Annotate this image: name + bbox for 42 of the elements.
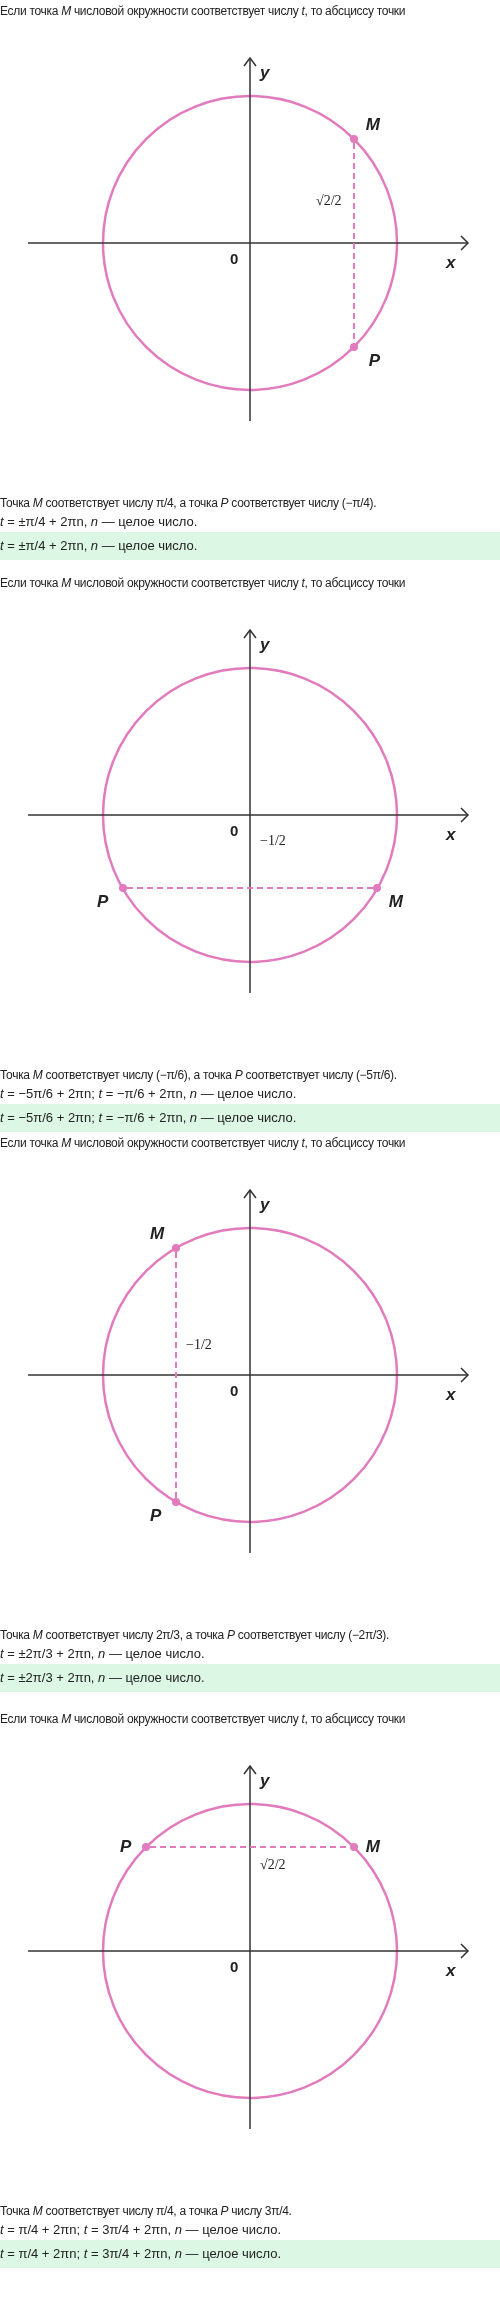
axis-label: x <box>446 1384 456 1406</box>
point-label: M <box>365 115 380 135</box>
answer-text: t = −5π/6 + 2πn; t = −π/6 + 2πn, n — целое число. <box>0 1104 500 1132</box>
axis-label: y <box>260 1194 270 1216</box>
formula-text: t = −5π/6 + 2πn; t = −π/6 + 2πn, n — целое число. <box>0 1085 298 1103</box>
solution-text: Точка M соответствует числу 2π/3, а точка P соответствует числу (−2π/3). <box>0 1627 391 1644</box>
origin-label: 0 <box>230 1957 239 1977</box>
origin-label: 0 <box>230 249 239 269</box>
answer-text: t = ±2π/3 + 2πn, n — целое число. <box>0 1664 500 1692</box>
point-label: P <box>97 892 109 912</box>
value-label: −1/2 <box>186 1338 212 1352</box>
solution-text: Точка M соответствует числу π/4, а точка P соответствует числу (−π/4). <box>0 495 378 512</box>
formula-text: t = ±π/4 + 2πn, n — целое число. <box>0 513 199 531</box>
problem-text: Если точка M числовой окружности соответствует числу t, то абсциссу точки <box>0 1135 406 1152</box>
problem-text: Если точка M числовой окружности соответствует числу t, то абсциссу точки <box>0 1711 406 1728</box>
axis-label: y <box>260 1770 270 1792</box>
axis-label: x <box>446 252 456 274</box>
answer-text: t = ±π/4 + 2πn, n — целое число. <box>0 532 500 560</box>
point-label: M <box>150 1224 165 1244</box>
problem-text: Если точка M числовой окружности соответствует числу t, то абсциссу точки <box>0 3 406 20</box>
value-label: √2/2 <box>316 194 342 208</box>
point-label: P <box>368 351 380 371</box>
formula-text: t = ±2π/3 + 2πn, n — целое число. <box>0 1645 206 1663</box>
answer-text: t = π/4 + 2πn; t = 3π/4 + 2πn, n — целое число. <box>0 2240 500 2268</box>
problem-text: Если точка M числовой окружности соответствует числу t, то абсциссу точки <box>0 575 406 592</box>
value-label: −1/2 <box>260 834 286 848</box>
origin-label: 0 <box>230 821 239 841</box>
formula-text: t = π/4 + 2πn; t = 3π/4 + 2πn, n — целое число. <box>0 2221 283 2239</box>
point-label: M <box>365 1837 380 1857</box>
dashed-line <box>126 887 374 889</box>
dashed-line <box>175 1251 177 1499</box>
point-label: M <box>388 892 403 912</box>
solution-text: Точка M соответствует числу π/4, а точка P числу 3π/4. <box>0 2203 293 2220</box>
axis-label: y <box>260 634 270 656</box>
axis-label: x <box>446 824 456 846</box>
solution-text: Точка M соответствует числу (−π/6), а точка P соответствует числу (−5π/6). <box>0 1067 398 1084</box>
point-label: P <box>120 1837 132 1857</box>
point-label: P <box>150 1506 162 1526</box>
origin-label: 0 <box>230 1381 239 1401</box>
value-label: √2/2 <box>260 1858 286 1872</box>
axis-label: x <box>446 1960 456 1982</box>
axis-label: y <box>260 62 270 84</box>
